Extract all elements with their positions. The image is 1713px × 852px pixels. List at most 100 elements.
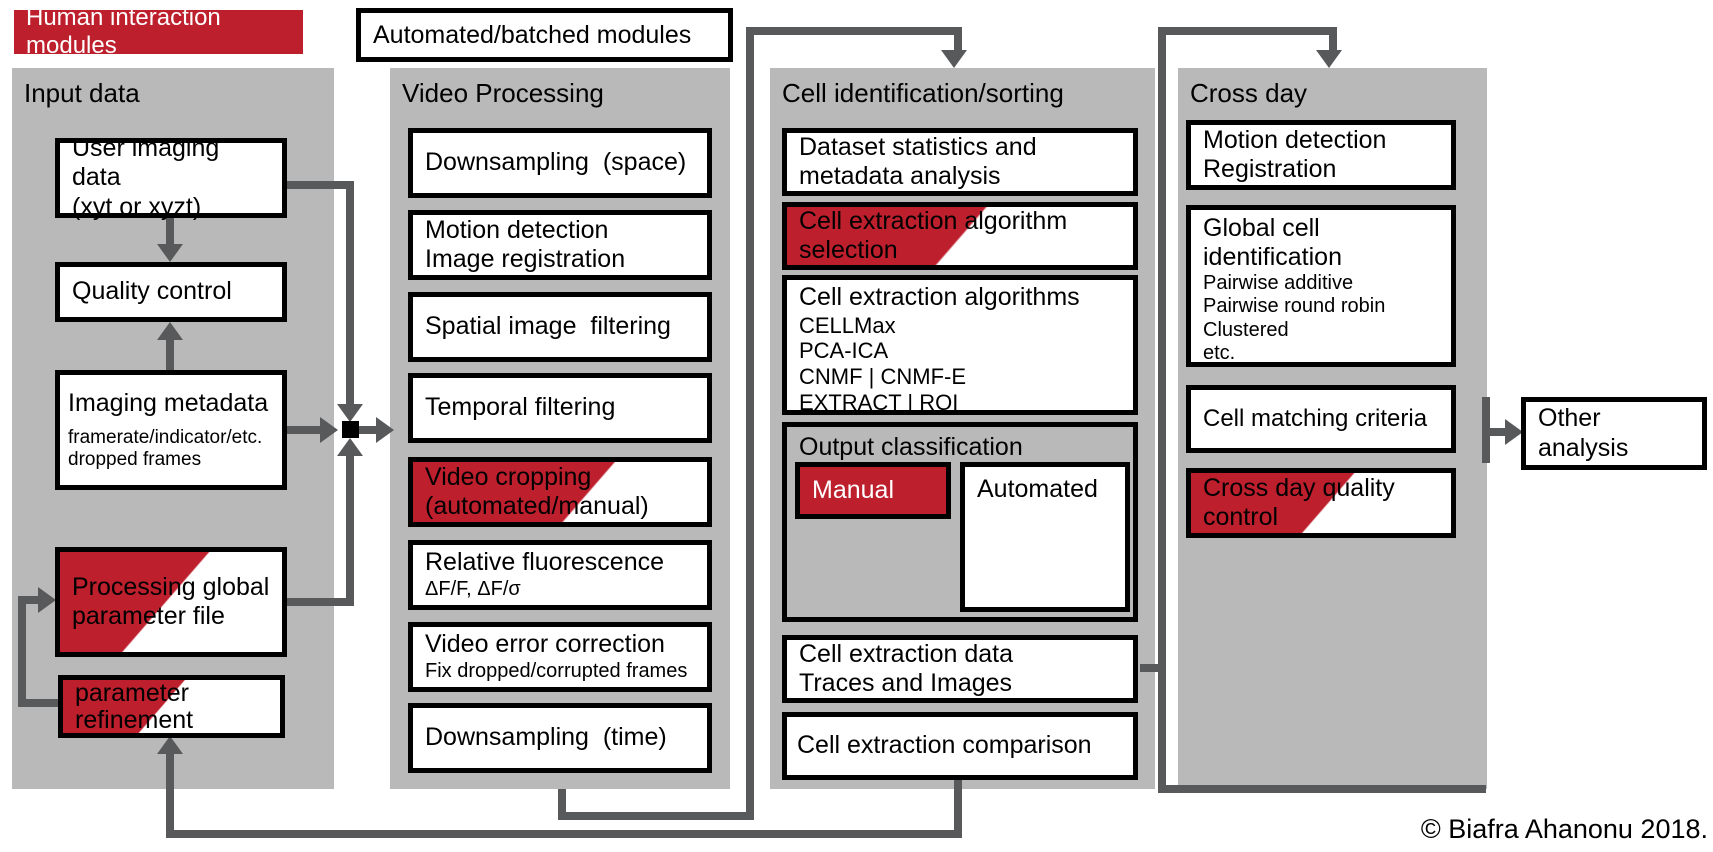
crossday-qc-line2: control bbox=[1203, 503, 1279, 531]
connector-params-to-junction-h bbox=[287, 598, 354, 606]
box-motion-detection-registration: Motion detection Image registration bbox=[408, 210, 712, 280]
other-analysis-label: Other analysis bbox=[1538, 404, 1629, 462]
box-automated-classification: Automated bbox=[960, 462, 1130, 612]
temporal-filtering-label: Temporal filtering bbox=[425, 393, 616, 422]
connector-refine-loop-h bbox=[18, 699, 58, 707]
connector-junction-to-video bbox=[359, 426, 376, 434]
arrowhead-into-junction-left bbox=[320, 417, 338, 443]
box-imaging-metadata: Imaging metadata framerate/indicator/etc… bbox=[55, 370, 287, 490]
connector-user-to-qc bbox=[166, 218, 174, 248]
box-other-analysis: Other analysis bbox=[1521, 397, 1707, 470]
global-cell-line2: identification bbox=[1203, 242, 1342, 271]
box-quality-control: Quality control bbox=[55, 262, 287, 322]
box-processing-global-parameter-file: Processing global parameter file bbox=[55, 547, 287, 657]
video-error-line1: Video error correction bbox=[425, 630, 665, 659]
automated-label: Automated bbox=[977, 475, 1098, 503]
algo-selection-line1: Cell extraction algorithm bbox=[799, 206, 1068, 235]
algorithms-title: Cell extraction algorithms bbox=[799, 283, 1080, 311]
legend-human-interaction: Human interaction modules bbox=[14, 4, 303, 59]
arrowhead-junction-to-video bbox=[376, 417, 394, 443]
cell-extraction-comparison-label: Cell extraction comparison bbox=[797, 731, 1092, 760]
column-title-cross-day: Cross day bbox=[1190, 78, 1308, 108]
output-classification-label: Output classification bbox=[799, 433, 1023, 461]
box-cross-day-quality-control: Cross day quality control bbox=[1186, 468, 1456, 538]
manual-label: Manual bbox=[812, 476, 894, 504]
box-cell-extraction-algorithm-selection: Cell extraction algorithm selection bbox=[782, 202, 1138, 270]
video-motion-line2: Image registration bbox=[425, 245, 626, 273]
parameter-refinement-line2: refinement bbox=[75, 705, 194, 734]
algo-selection-line2: selection bbox=[799, 236, 898, 264]
global-cell-etc: etc. bbox=[1203, 342, 1236, 365]
box-cell-extraction-algorithms: Cell extraction algorithms CELLMax PCA-I… bbox=[782, 275, 1138, 415]
arrowhead-user-to-qc bbox=[157, 244, 183, 262]
connector-video-out-v0 bbox=[558, 789, 566, 820]
arrowhead-into-cell-column bbox=[941, 50, 967, 68]
arrowhead-into-crossday-column bbox=[1316, 50, 1342, 68]
box-video-error-correction: Video error correction Fix dropped/corru… bbox=[408, 622, 712, 692]
connector-user-to-junction-h bbox=[287, 181, 354, 189]
global-cell-clustered: Clustered bbox=[1203, 318, 1289, 341]
box-parameter-refinement: parameter refinement bbox=[58, 675, 285, 738]
imaging-metadata-line3: dropped frames bbox=[68, 448, 202, 470]
box-manual-classification: Manual bbox=[795, 462, 951, 519]
user-imaging-line2: (xyt or xyzt) bbox=[72, 192, 202, 221]
algorithm-pca-ica: PCA-ICA bbox=[799, 338, 889, 364]
spatial-filtering-label: Spatial image filtering bbox=[425, 312, 671, 341]
box-downsampling-time: Downsampling (time) bbox=[408, 703, 712, 773]
connector-celldata-h-top bbox=[1158, 27, 1337, 35]
quality-control-label: Quality control bbox=[72, 277, 232, 306]
dataset-stats-line1: Dataset statistics and bbox=[799, 132, 1037, 161]
arrowhead-other-analysis bbox=[1505, 419, 1523, 445]
fluorescence-line2: ΔF/F, ΔF/σ bbox=[425, 577, 521, 600]
algorithm-extract-roi: EXTRACT | ROI bbox=[799, 390, 959, 416]
connector-video-out-h2 bbox=[746, 27, 962, 35]
connector-metadata-to-qc bbox=[166, 338, 174, 372]
box-dataset-statistics: Dataset statistics and metadata analysis bbox=[782, 128, 1138, 196]
copyright-text: © Biafra Ahanonu 2018. bbox=[1420, 814, 1708, 844]
box-cell-extraction-comparison: Cell extraction comparison bbox=[782, 712, 1138, 780]
algorithm-cellmax: CELLMax bbox=[799, 312, 896, 338]
processing-global-line2: parameter file bbox=[72, 602, 225, 630]
box-motion-detection-crossday: Motion detection Registration bbox=[1186, 120, 1456, 190]
parameter-refinement-line1: parameter bbox=[75, 679, 189, 708]
connector-feedback-v-right bbox=[954, 780, 962, 838]
junction-node bbox=[342, 421, 359, 438]
arrowhead-into-junction-bottom bbox=[337, 438, 363, 456]
imaging-metadata-line2: framerate/indicator/etc. bbox=[68, 426, 263, 448]
algorithm-cnmf: CNMF | CNMF-E bbox=[799, 364, 967, 390]
crossday-qc-line1: Cross day quality bbox=[1203, 473, 1395, 502]
box-global-cell-identification: Global cell identification Pairwise addi… bbox=[1186, 205, 1456, 367]
box-user-imaging-data: User imaging data (xyt or xyzt) bbox=[55, 134, 287, 221]
arrowhead-metadata-to-qc bbox=[157, 322, 183, 340]
user-imaging-line1: User imaging data bbox=[72, 133, 227, 192]
connector-refine-loop-h2 bbox=[26, 596, 40, 604]
connector-celldata-v bbox=[1158, 27, 1166, 793]
video-cropping-line1: Video cropping bbox=[425, 462, 592, 491]
connector-feedback-v-left bbox=[166, 752, 174, 838]
connector-video-out-stub bbox=[954, 27, 962, 52]
arrowhead-feedback-to-refinement bbox=[157, 736, 183, 754]
box-cell-extraction-data: Cell extraction data Traces and Images bbox=[782, 635, 1138, 703]
connector-params-to-junction-v bbox=[346, 456, 354, 606]
connector-celldata-stub bbox=[1140, 664, 1166, 672]
dataset-stats-line2: metadata analysis bbox=[799, 162, 1001, 190]
arrowhead-into-junction-top bbox=[337, 404, 363, 422]
video-error-line2: Fix dropped/corrupted frames bbox=[425, 659, 688, 682]
global-cell-pairwise-additive: Pairwise additive bbox=[1203, 271, 1354, 294]
box-cell-matching-criteria: Cell matching criteria bbox=[1186, 385, 1456, 453]
global-cell-pairwise-round-robin: Pairwise round robin bbox=[1203, 295, 1386, 318]
column-title-cell-identification: Cell identification/sorting bbox=[782, 78, 1064, 108]
processing-global-line1: Processing global bbox=[72, 572, 270, 601]
connector-celldata-h-bottom bbox=[1158, 785, 1486, 793]
column-title-input-data: Input data bbox=[24, 78, 140, 108]
connector-refine-loop-v bbox=[18, 596, 26, 707]
box-spatial-image-filtering: Spatial image filtering bbox=[408, 292, 712, 362]
crossday-motion-line1: Motion detection bbox=[1203, 125, 1387, 154]
box-downsampling-space: Downsampling (space) bbox=[408, 128, 712, 198]
cell-extraction-data-line1: Cell extraction data bbox=[799, 639, 1014, 668]
connector-feedback-h bbox=[166, 830, 962, 838]
connector-user-to-junction-v bbox=[346, 181, 354, 406]
panel-output-classification: Output classification Manual Automated bbox=[782, 422, 1138, 622]
global-cell-line1: Global cell bbox=[1203, 214, 1320, 242]
